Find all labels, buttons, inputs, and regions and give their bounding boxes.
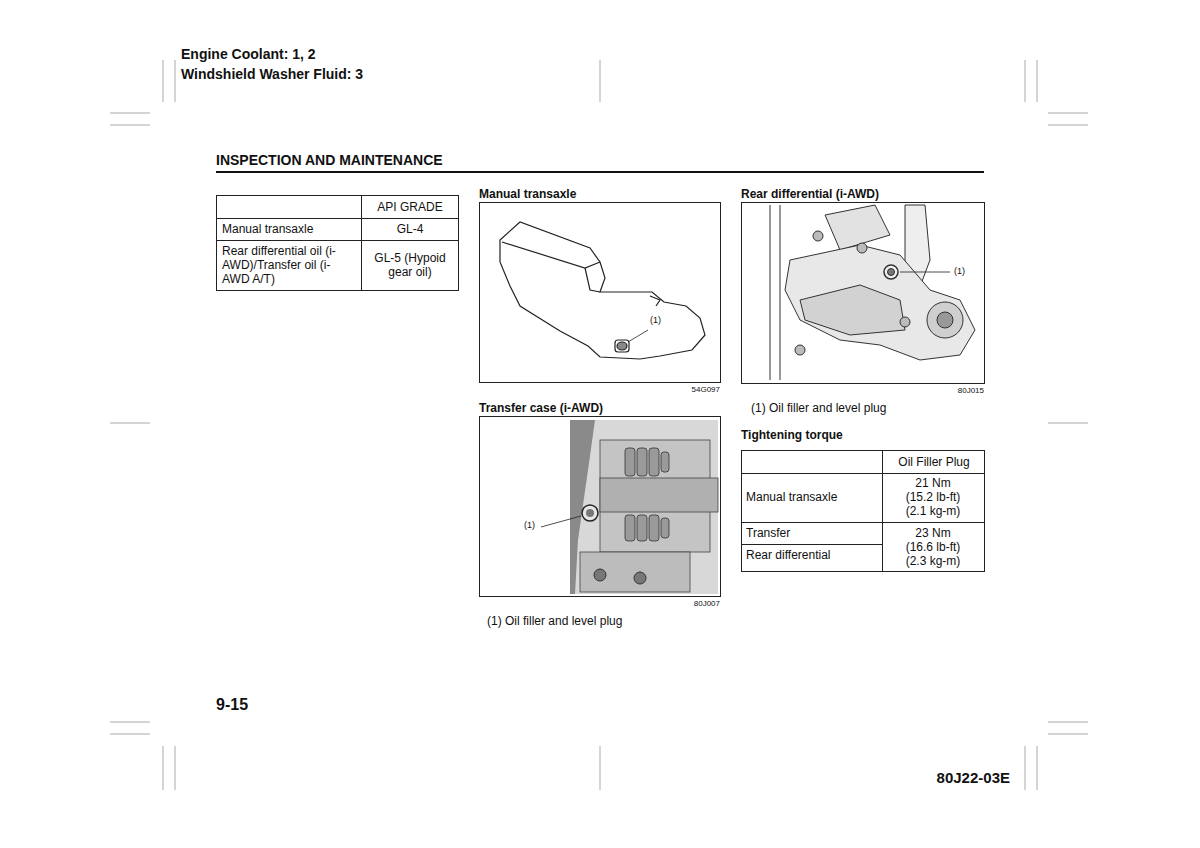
figure-title: Rear differential (i-AWD): [741, 186, 985, 202]
table-cell: Rear differential: [746, 548, 878, 562]
table-header: Oil Filler Plug: [884, 455, 984, 469]
document-code: 80J22-03E: [870, 769, 1010, 787]
table-cell: Transfer: [746, 526, 878, 540]
table-cell: GL-4: [362, 222, 458, 236]
table-header: API GRADE: [362, 200, 458, 214]
callout-legend: (1) Oil filler and level plug: [487, 614, 717, 628]
figure-frame: (1): [741, 202, 985, 384]
table-cell: GL-5 (Hypoid gear oil): [365, 251, 455, 279]
table-cell: 21 Nm (15.2 lb-ft) (2.1 kg-m): [903, 476, 963, 518]
table-cell: Manual transaxle: [222, 222, 357, 236]
page-header: Engine Coolant: 1, 2: [181, 46, 481, 62]
callout-legend: (1) Oil filler and level plug: [751, 401, 981, 415]
header-rule: [216, 171, 984, 173]
callout-number: (1): [649, 315, 662, 326]
callout-number: (1): [953, 266, 966, 277]
figure-code: 80J007: [660, 599, 720, 608]
figure-code: 54G097: [660, 385, 720, 394]
figure-panel: Manual transaxle (1): [479, 186, 721, 383]
table-cell: Rear differential oil (i-AWD)/Transfer o…: [222, 244, 357, 286]
rear-differential-illustration: [742, 203, 983, 382]
section-heading: INSPECTION AND MAINTENANCE: [216, 152, 443, 168]
figure-title: Transfer case (i-AWD): [479, 400, 721, 416]
figure-code: 80J015: [924, 386, 984, 395]
table-caption: Tightening torque: [741, 428, 941, 442]
figure-panel: Transfer case (i-AWD) (1): [479, 400, 721, 597]
torque-table: [741, 450, 985, 572]
crop-marks: [110, 60, 1088, 790]
transfer-case-illustration: [541, 420, 718, 594]
figure-frame: (1): [479, 202, 721, 383]
table-cell: Manual transaxle: [746, 490, 878, 504]
table-cell: 23 Nm (16.6 lb-ft) (2.3 kg-m): [903, 526, 963, 568]
page-number: 9-15: [216, 695, 316, 714]
manual-transaxle-illustration: [500, 222, 705, 359]
api-grade-table: [216, 195, 459, 291]
page-header: Windshield Washer Fluid: 3: [181, 66, 481, 82]
figure-title: Manual transaxle: [479, 186, 721, 202]
figure-frame: (1): [479, 416, 721, 597]
callout-number: (1): [523, 520, 536, 531]
figure-panel: Rear differential (i-AWD) (1): [741, 186, 985, 384]
